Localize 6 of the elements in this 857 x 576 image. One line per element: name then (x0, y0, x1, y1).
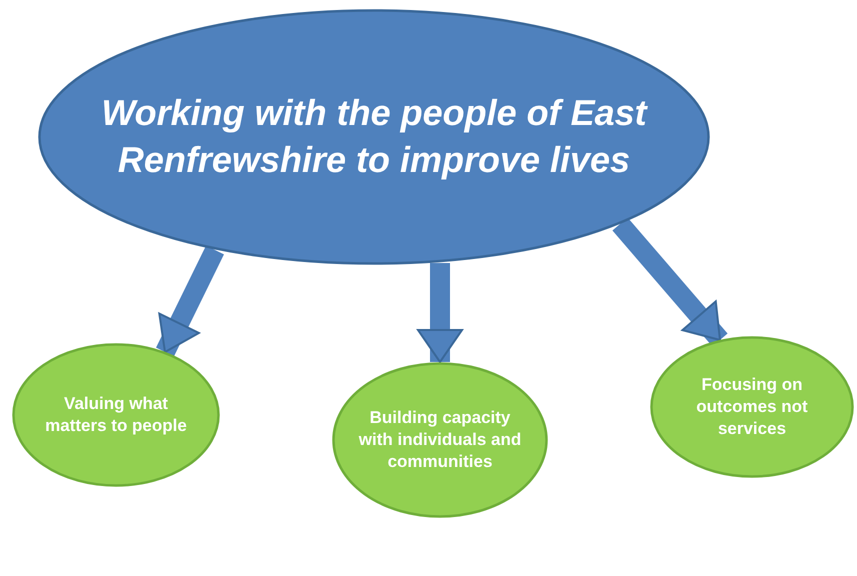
main-statement: Working with the people of East Renfrewshire to improve lives (100, 91, 649, 182)
principle-label: Focusing on outcomes not services (695, 374, 809, 440)
block-arrow (417, 263, 463, 363)
block-arrow (156, 246, 224, 356)
principle-label: Valuing what matters to people (44, 392, 188, 437)
principle-label: Building capacity with individuals and communities (358, 406, 522, 474)
